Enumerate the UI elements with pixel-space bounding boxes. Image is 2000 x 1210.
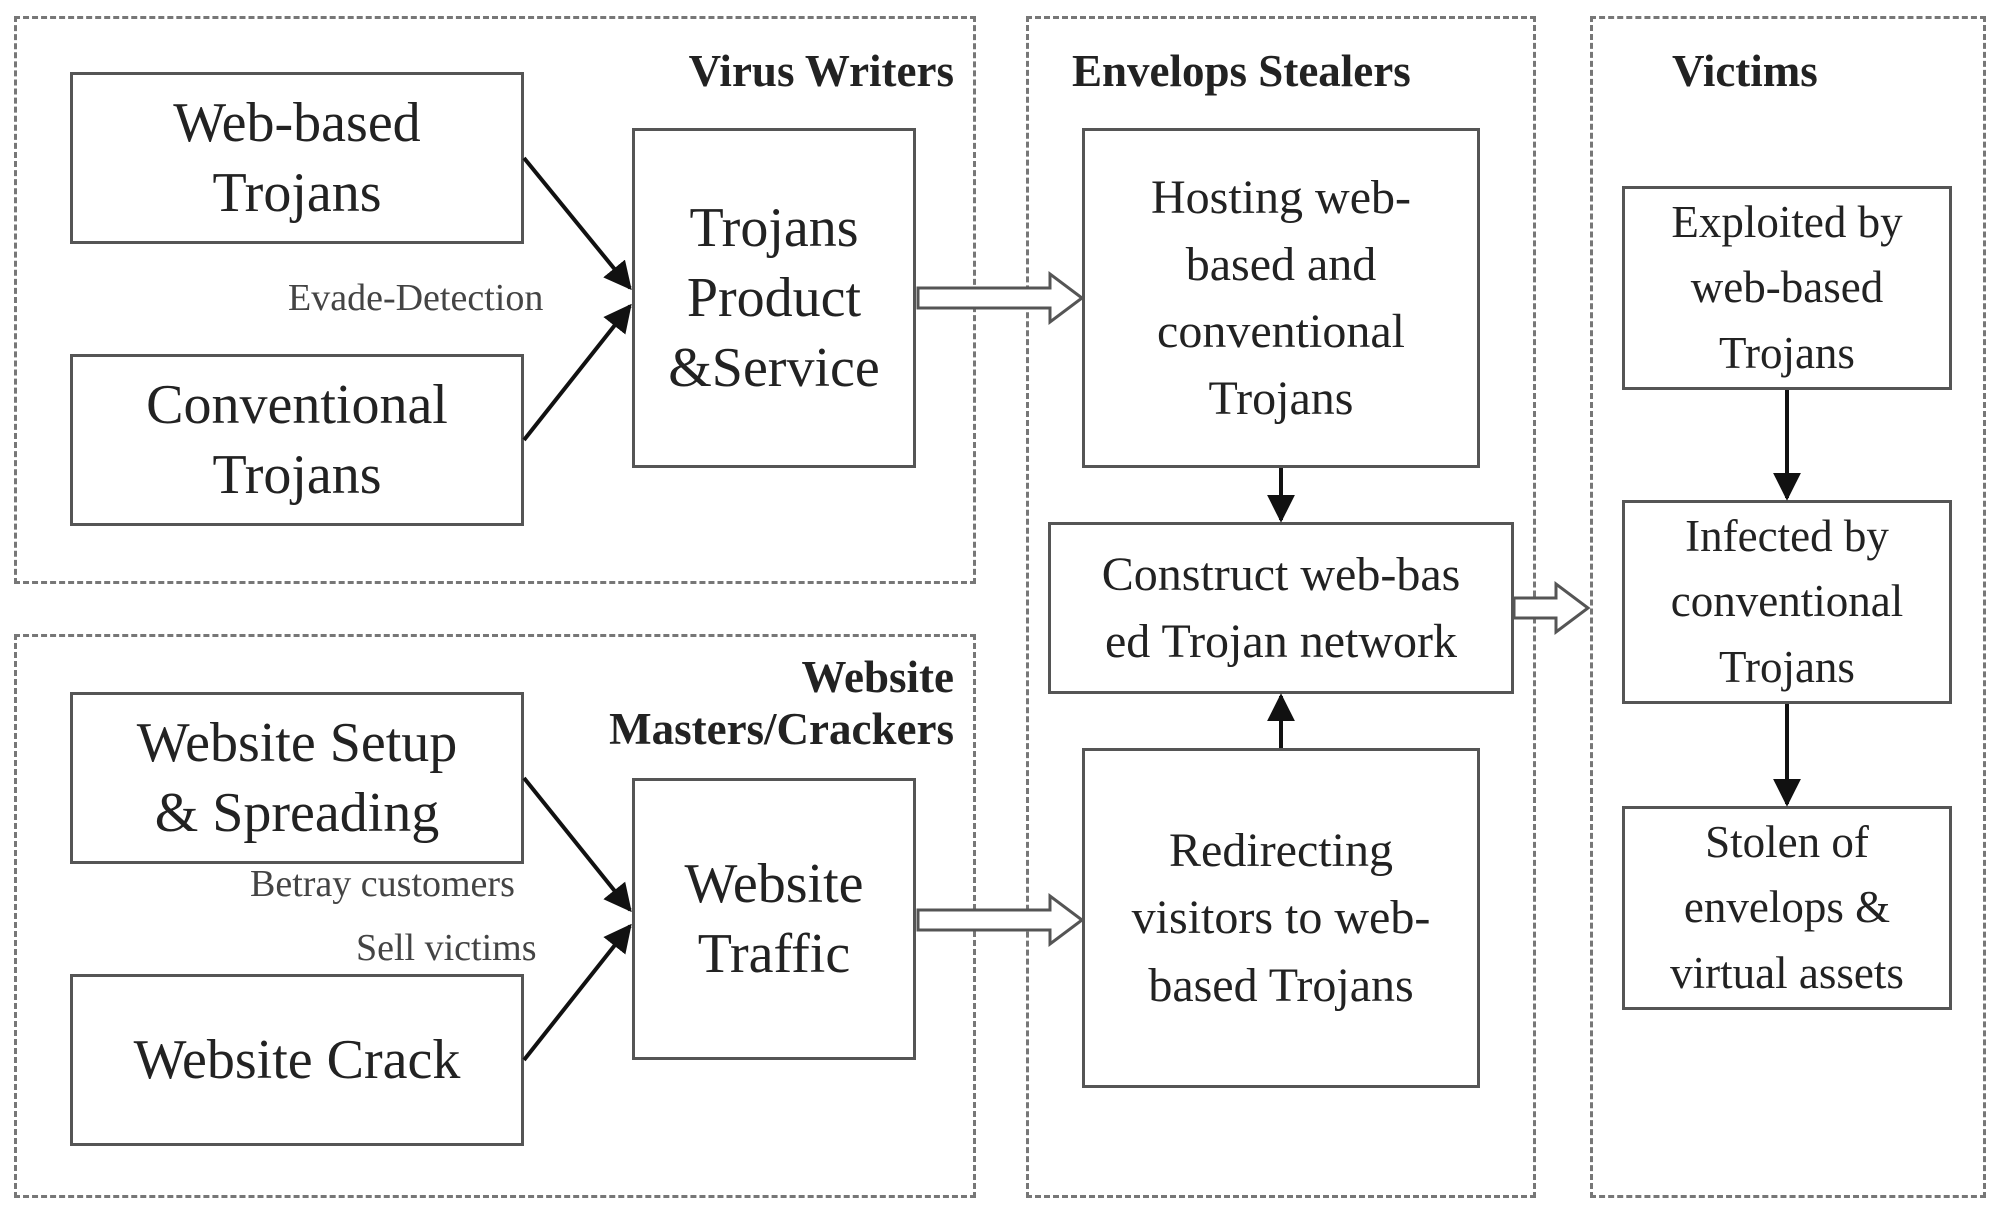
sell-victims-label: Sell victims xyxy=(356,927,537,969)
website-masters-title: Website Masters/Crackers xyxy=(609,652,954,754)
group-victims xyxy=(1590,16,1986,1198)
arrow-crack-to-traffic xyxy=(522,923,632,1062)
victims-title: Victims xyxy=(1672,46,1818,96)
arrow-conventional-to-product xyxy=(522,303,632,442)
hollow-arrow-construct-to-victims xyxy=(1512,581,1591,635)
website-setup-spreading-box: Website Setup& Spreading xyxy=(70,692,524,864)
betray-customers-label: Betray customers xyxy=(250,863,515,905)
virus-writers-title: Virus Writers xyxy=(688,46,954,96)
arrow-web-based-to-product xyxy=(522,156,632,291)
website-crack-box: Website Crack xyxy=(70,974,524,1146)
evade-detection-label: Evade-Detection xyxy=(288,277,544,319)
hollow-arrow-traffic-to-redirecting xyxy=(916,893,1085,947)
hollow-arrow-product-to-hosting xyxy=(916,271,1085,325)
envelops-stealers-title: Envelops Stealers xyxy=(1072,46,1411,96)
arrow-setup-to-traffic xyxy=(522,776,632,913)
